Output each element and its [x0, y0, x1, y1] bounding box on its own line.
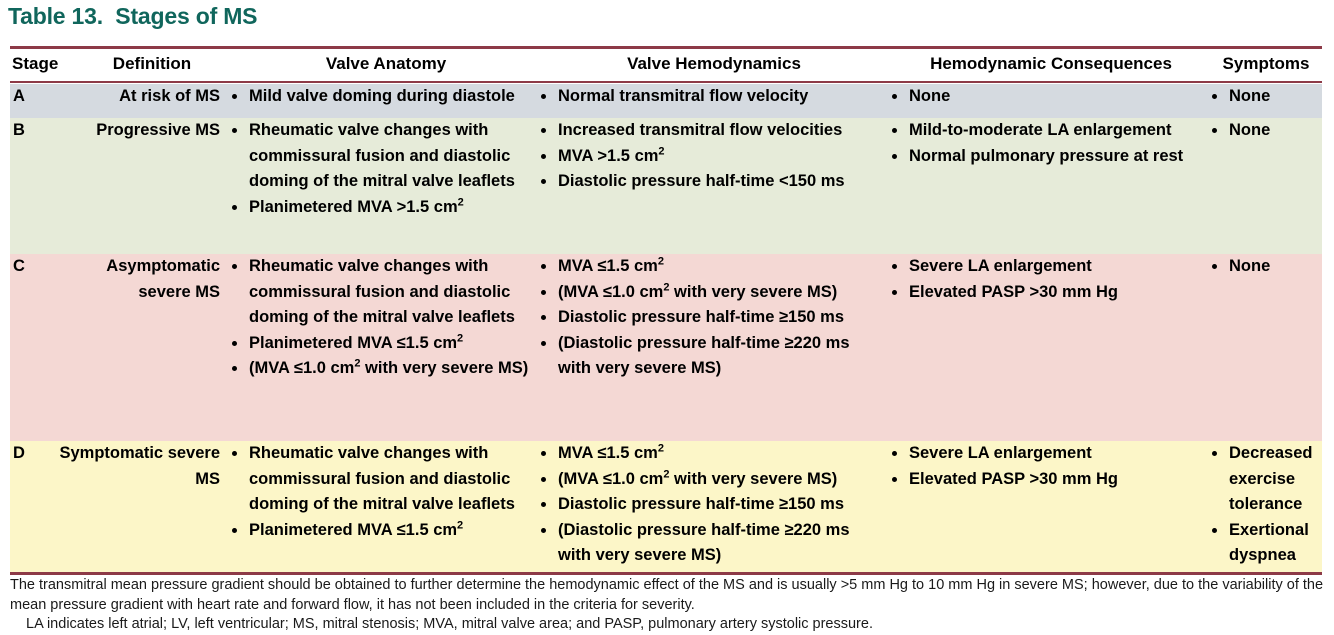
bullet-item: Normal transmitral flow velocity: [537, 84, 887, 110]
bullet-list: Mild valve doming during diastole: [228, 84, 536, 110]
bullet-list: MVA ≤1.5 cm2(MVA ≤1.0 cm2 with very seve…: [537, 441, 887, 569]
bullet-item: None: [888, 84, 1208, 110]
bullet-list: Rheumatic valve changes with commissural…: [228, 118, 536, 220]
rule-top: [10, 46, 1322, 49]
bullet-item: (MVA ≤1.0 cm2 with very severe MS): [537, 467, 887, 493]
table-header-row: Stage Definition Valve Anatomy Valve Hem…: [10, 53, 1322, 80]
column-header-valve-anatomy: Valve Anatomy: [325, 54, 447, 73]
bullet-item: Elevated PASP >30 mm Hg: [888, 467, 1208, 493]
cell-valve-anatomy: Rheumatic valve changes with commissural…: [228, 254, 536, 382]
table-row: B Progressive MS Rheumatic valve changes w…: [10, 118, 1322, 254]
bullet-list: None: [888, 84, 1208, 110]
cell-definition: At risk of MS: [119, 87, 220, 105]
cell-hemodynamic-consequences: None: [888, 84, 1208, 110]
bullet-item: Decreased exercise tolerance: [1208, 441, 1322, 518]
footnotes: The transmitral mean pressure gradient s…: [10, 576, 1326, 635]
cell-symptoms: None: [1208, 254, 1322, 280]
column-header-stage: Stage: [12, 54, 59, 73]
cell-valve-anatomy: Rheumatic valve changes with commissural…: [228, 118, 536, 220]
bullet-item: (Diastolic pressure half-time ≥220 ms wi…: [537, 331, 887, 382]
cell-definition: Symptomatic severe MS: [59, 444, 221, 488]
bullet-item: MVA ≤1.5 cm2: [537, 441, 887, 467]
bullet-item: Diastolic pressure half-time <150 ms: [537, 169, 887, 195]
rule-bottom: [10, 572, 1322, 575]
bullet-item: None: [1208, 84, 1322, 110]
bullet-list: MVA ≤1.5 cm2(MVA ≤1.0 cm2 with very seve…: [537, 254, 887, 382]
bullet-item: Increased transmitral flow velocities: [537, 118, 887, 144]
bullet-item: MVA ≤1.5 cm2: [537, 254, 887, 280]
rule-under-header: [10, 81, 1322, 83]
bullet-item: (Diastolic pressure half-time ≥220 ms wi…: [537, 518, 887, 569]
column-header-definition: Definition: [112, 54, 192, 73]
cell-valve-hemodynamics: MVA ≤1.5 cm2(MVA ≤1.0 cm2 with very seve…: [537, 441, 887, 569]
bullet-list: Rheumatic valve changes with commissural…: [228, 254, 536, 382]
cell-valve-hemodynamics: Normal transmitral flow velocity: [537, 84, 887, 110]
bullet-item: Severe LA enlargement: [888, 441, 1208, 467]
cell-stage: C: [13, 257, 25, 275]
bullet-item: Elevated PASP >30 mm Hg: [888, 280, 1208, 306]
bullet-list: None: [1208, 84, 1322, 110]
bullet-item: Mild valve doming during diastole: [228, 84, 536, 110]
cell-symptoms: None: [1208, 84, 1322, 110]
cell-stage: A: [13, 87, 25, 105]
bullet-item: Rheumatic valve changes with commissural…: [228, 254, 536, 331]
bullet-item: (MVA ≤1.0 cm2 with very severe MS): [228, 356, 536, 382]
bullet-item: None: [1208, 254, 1322, 280]
bullet-list: Rheumatic valve changes with commissural…: [228, 441, 536, 543]
bullet-item: Diastolic pressure half-time ≥150 ms: [537, 492, 887, 518]
bullet-item: MVA >1.5 cm2: [537, 144, 887, 170]
cell-valve-anatomy: Mild valve doming during diastole: [228, 84, 536, 110]
cell-symptoms: None: [1208, 118, 1322, 144]
cell-stage: D: [13, 444, 25, 462]
bullet-item: Rheumatic valve changes with commissural…: [228, 118, 536, 195]
cell-definition: Asymptomatic severe MS: [106, 257, 220, 301]
table-row: A At risk of MS Mild valve doming during d…: [10, 84, 1322, 118]
cell-stage: B: [13, 121, 25, 139]
bullet-item: Planimetered MVA >1.5 cm2: [228, 195, 536, 221]
bullet-item: Exertional dyspnea: [1208, 518, 1322, 569]
column-header-hemodynamic-consequences: Hemodynamic Consequences: [930, 54, 1172, 73]
bullet-item: Rheumatic valve changes with commissural…: [228, 441, 536, 518]
column-header-symptoms: Symptoms: [1222, 54, 1310, 73]
cell-valve-hemodynamics: MVA ≤1.5 cm2(MVA ≤1.0 cm2 with very seve…: [537, 254, 887, 382]
bullet-item: Normal pulmonary pressure at rest: [888, 144, 1208, 170]
bullet-item: (MVA ≤1.0 cm2 with very severe MS): [537, 280, 887, 306]
column-header-valve-hemodynamics: Valve Hemodynamics: [627, 54, 801, 73]
cell-valve-anatomy: Rheumatic valve changes with commissural…: [228, 441, 536, 543]
bullet-list: None: [1208, 118, 1322, 144]
bullet-item: None: [1208, 118, 1322, 144]
bullet-item: Planimetered MVA ≤1.5 cm2: [228, 518, 536, 544]
page-title: Table 13. Stages of MS: [8, 3, 258, 29]
bullet-item: Diastolic pressure half-time ≥150 ms: [537, 305, 887, 331]
footnote-note: The transmitral mean pressure gradient s…: [10, 577, 1324, 613]
bullet-list: None: [1208, 254, 1322, 280]
bullet-list: Normal transmitral flow velocity: [537, 84, 887, 110]
cell-definition: Progressive MS: [96, 121, 220, 139]
bullet-item: Mild-to-moderate LA enlargement: [888, 118, 1208, 144]
bullet-item: Planimetered MVA ≤1.5 cm2: [228, 331, 536, 357]
footnote-abbreviations: LA indicates left atrial; LV, left ventr…: [26, 616, 873, 632]
bullet-item: Severe LA enlargement: [888, 254, 1208, 280]
